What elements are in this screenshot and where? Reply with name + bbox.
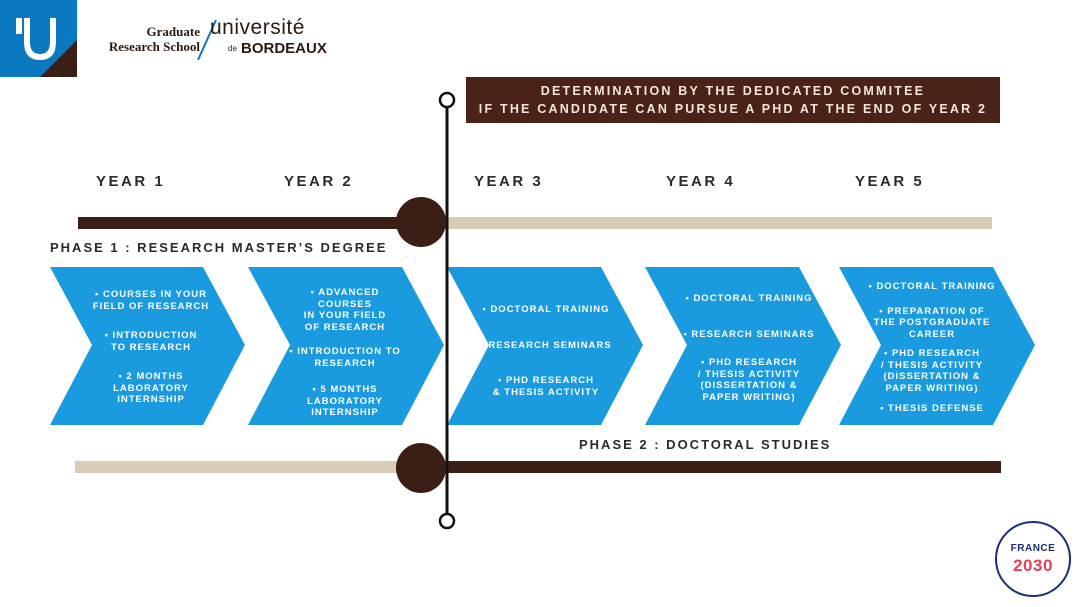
france-2030-logo: FRANCE 2030 xyxy=(995,521,1071,597)
badge-line1: FRANCE xyxy=(1010,543,1056,554)
list-item: • THESIS DEFENSE xyxy=(880,403,984,414)
list-item: • DOCTORAL TRAINING xyxy=(482,304,610,315)
year-label-3: YEAR 3 xyxy=(474,173,544,190)
phase2-bottom-bar xyxy=(420,461,1001,473)
banner-line2: IF THE CANDIDATE CAN PURSUE A PHD AT THE… xyxy=(478,102,988,116)
phase1-top-bar xyxy=(78,217,418,229)
phase1-label: PHASE 1 : RESEARCH MASTER’S DEGREE xyxy=(50,240,388,255)
chevron-2-content: • ADVANCED COURSES IN YOUR FIELD OF RESE… xyxy=(282,287,408,419)
badge-line2: 2030 xyxy=(1013,556,1053,575)
chevron-3-content: • DOCTORAL TRAINING • RESEARCH SEMINARS … xyxy=(480,304,612,398)
university-de: de xyxy=(228,44,237,53)
chevron-1-content: • COURSES IN YOUR FIELD OF RESEARCH • IN… xyxy=(88,289,214,406)
phase1-bottom-bar xyxy=(75,461,420,473)
year-label-5: YEAR 5 xyxy=(855,173,925,190)
year-label-2: YEAR 2 xyxy=(284,173,354,190)
chevron-5-content: • DOCTORAL TRAINING • PREPARATION OF THE… xyxy=(862,281,1002,415)
university-logo-icon xyxy=(0,0,77,77)
list-item: • INTRODUCTION TO RESEARCH xyxy=(104,330,198,353)
year-label-1: YEAR 1 xyxy=(96,173,166,190)
banner-line1: DETERMINATION BY THE DEDICATED COMMITEE xyxy=(540,84,926,98)
list-item: • PHD RESEARCH / THESIS ACTIVITY (DISSER… xyxy=(880,348,984,394)
school-line1: Graduate xyxy=(146,24,200,39)
graduate-school-name: Graduate Research School xyxy=(86,24,200,54)
committee-banner: DETERMINATION BY THE DEDICATED COMMITEE … xyxy=(466,77,1000,123)
divider-bottom-end-icon xyxy=(438,512,456,530)
phase2-top-bar xyxy=(420,217,992,229)
divider-top-end-icon xyxy=(438,91,456,109)
list-item: • ADVANCED COURSES IN YOUR FIELD OF RESE… xyxy=(303,287,387,333)
phase2-label: PHASE 2 : DOCTORAL STUDIES xyxy=(579,437,832,452)
chevron-year-1 xyxy=(50,267,245,425)
university-word: université xyxy=(210,16,305,39)
list-item: • PHD RESEARCH / THESIS ACTIVITY (DISSER… xyxy=(697,357,801,403)
year-label-4: YEAR 4 xyxy=(666,173,736,190)
milestone-bottom-circle-icon xyxy=(396,443,446,493)
list-item: • PREPARATION OF THE POSTGRADUATE CAREER xyxy=(873,305,991,340)
chevron-year-5 xyxy=(839,267,1035,425)
milestone-top-circle-icon xyxy=(396,197,446,247)
list-item: • RESEARCH SEMINARS xyxy=(683,328,815,340)
chevron-year-4 xyxy=(645,267,841,425)
list-item: • COURSES IN YOUR FIELD OF RESEARCH xyxy=(92,289,210,312)
list-item: • DOCTORAL TRAINING xyxy=(685,293,813,304)
list-item: • 5 MONTHS LABORATORY INTERNSHIP xyxy=(307,384,383,418)
list-item: • PHD RESEARCH & THESIS ACTIVITY xyxy=(492,375,600,398)
slash-divider-icon xyxy=(197,19,217,61)
university-city: BORDEAUX xyxy=(241,40,327,57)
chevron-4-content: • DOCTORAL TRAINING • RESEARCH SEMINARS … xyxy=(683,293,815,403)
list-item: • 2 MONTHS LABORATORY INTERNSHIP xyxy=(113,371,189,405)
chevron-year-3 xyxy=(447,267,643,425)
list-item: • DOCTORAL TRAINING xyxy=(868,281,996,292)
list-item: • RESEARCH SEMINARS xyxy=(480,339,612,351)
chevron-year-2 xyxy=(248,267,444,425)
list-item: • INTRODUCTION TO RESEARCH xyxy=(289,346,401,369)
school-line2: Research School xyxy=(108,39,200,54)
